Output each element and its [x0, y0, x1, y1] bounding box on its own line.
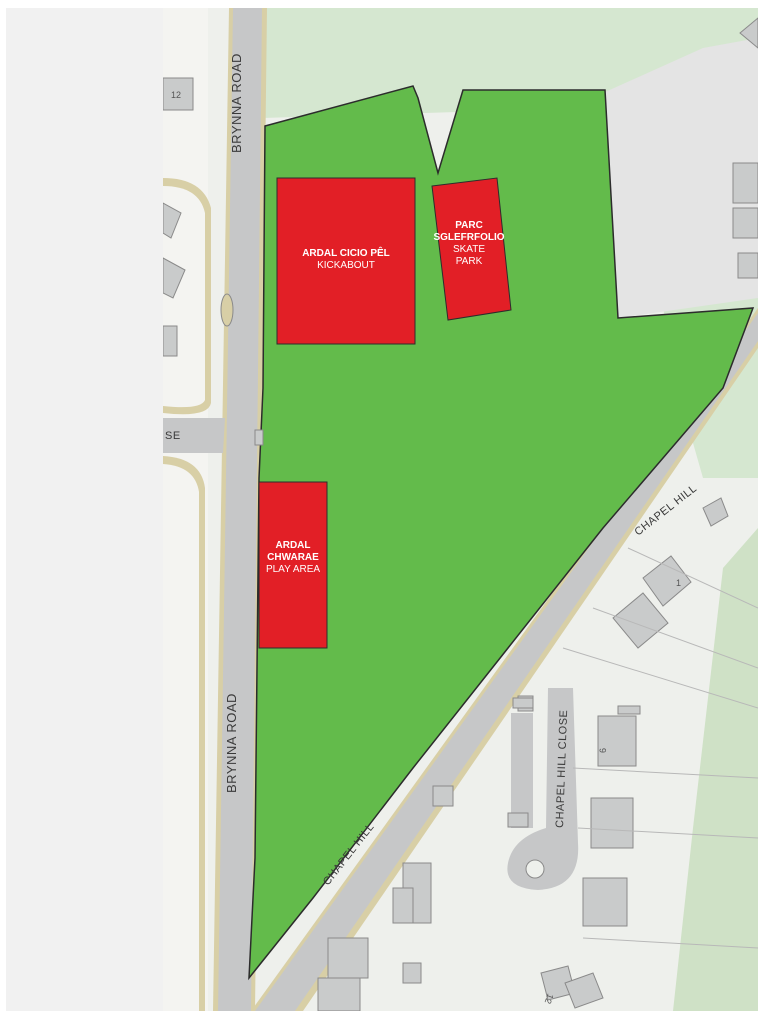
- kickabout-welsh-label: ARDAL CICIO PÊL: [302, 246, 390, 259]
- driveway: [511, 713, 533, 828]
- rocky-ground-area: [603, 38, 758, 318]
- house-number: 12: [543, 992, 556, 1005]
- building: [582, 877, 628, 927]
- building: [512, 697, 534, 709]
- skate-park-welsh-line2: SGLEFRFOLIO: [433, 232, 504, 243]
- blank-side-panel: [6, 8, 163, 1011]
- brynna-road: [218, 8, 262, 1011]
- buildings: [163, 17, 758, 1011]
- play-area-welsh-line2: CHWARAE: [267, 552, 319, 563]
- building: [402, 962, 422, 984]
- skate-park-english-line2: PARK: [456, 256, 483, 267]
- building: [732, 207, 758, 239]
- building: [739, 17, 758, 49]
- turning-circle-island: [525, 859, 545, 879]
- traffic-island: [220, 293, 234, 327]
- house-number: 12: [171, 90, 181, 100]
- building: [564, 972, 604, 1009]
- skate-park-area[interactable]: [431, 177, 512, 321]
- skate-park-facility[interactable]: PARC SGLEFRFOLIO SKATE PARK: [431, 177, 512, 321]
- building: [702, 497, 729, 527]
- building: [432, 785, 454, 807]
- play-area-welsh-line1: ARDAL: [276, 540, 311, 551]
- brynna-road-label-bottom: BRYNNA ROAD: [224, 693, 239, 793]
- partial-road-label: SE: [165, 430, 181, 442]
- building: [163, 77, 194, 111]
- side-road-left: [163, 418, 225, 453]
- side-road-curve-bottom-inner: [163, 464, 199, 1011]
- building: [254, 429, 264, 446]
- play-area-zone[interactable]: [258, 481, 328, 649]
- building: [327, 937, 369, 979]
- building: [732, 162, 758, 204]
- chapel-hill-close-road: [507, 688, 579, 890]
- kickabout-pitch[interactable]: [276, 177, 416, 345]
- building: [163, 257, 186, 299]
- house-number: 1: [676, 578, 681, 588]
- building: [597, 715, 637, 767]
- building: [163, 202, 182, 239]
- building: [392, 887, 414, 924]
- play-area-facility[interactable]: ARDAL CHWARAE PLAY AREA: [258, 481, 328, 649]
- property-boundaries: [562, 547, 758, 949]
- building: [737, 252, 758, 279]
- map-canvas[interactable]: ARDAL CICIO PÊL KICKABOUT PARC SGLEFRFOL…: [163, 8, 758, 1011]
- building: [617, 705, 641, 715]
- building: [163, 325, 178, 357]
- woodland-strip-right: [673, 528, 758, 1011]
- building: [507, 812, 529, 828]
- kickabout-facility[interactable]: ARDAL CICIO PÊL KICKABOUT: [276, 177, 416, 345]
- chapel-hill-close-label: CHAPEL HILL CLOSE: [554, 709, 570, 828]
- play-area-english-label: PLAY AREA: [266, 564, 320, 575]
- skate-park-english-line1: SKATE: [453, 244, 485, 255]
- skate-park-welsh-line1: PARC: [455, 220, 483, 231]
- kickabout-english-label: KICKABOUT: [317, 260, 375, 271]
- brynna-road-label-top: BRYNNA ROAD: [229, 53, 244, 153]
- building: [612, 592, 669, 649]
- building: [317, 977, 361, 1011]
- house-number: 6: [598, 748, 608, 753]
- building: [590, 797, 634, 849]
